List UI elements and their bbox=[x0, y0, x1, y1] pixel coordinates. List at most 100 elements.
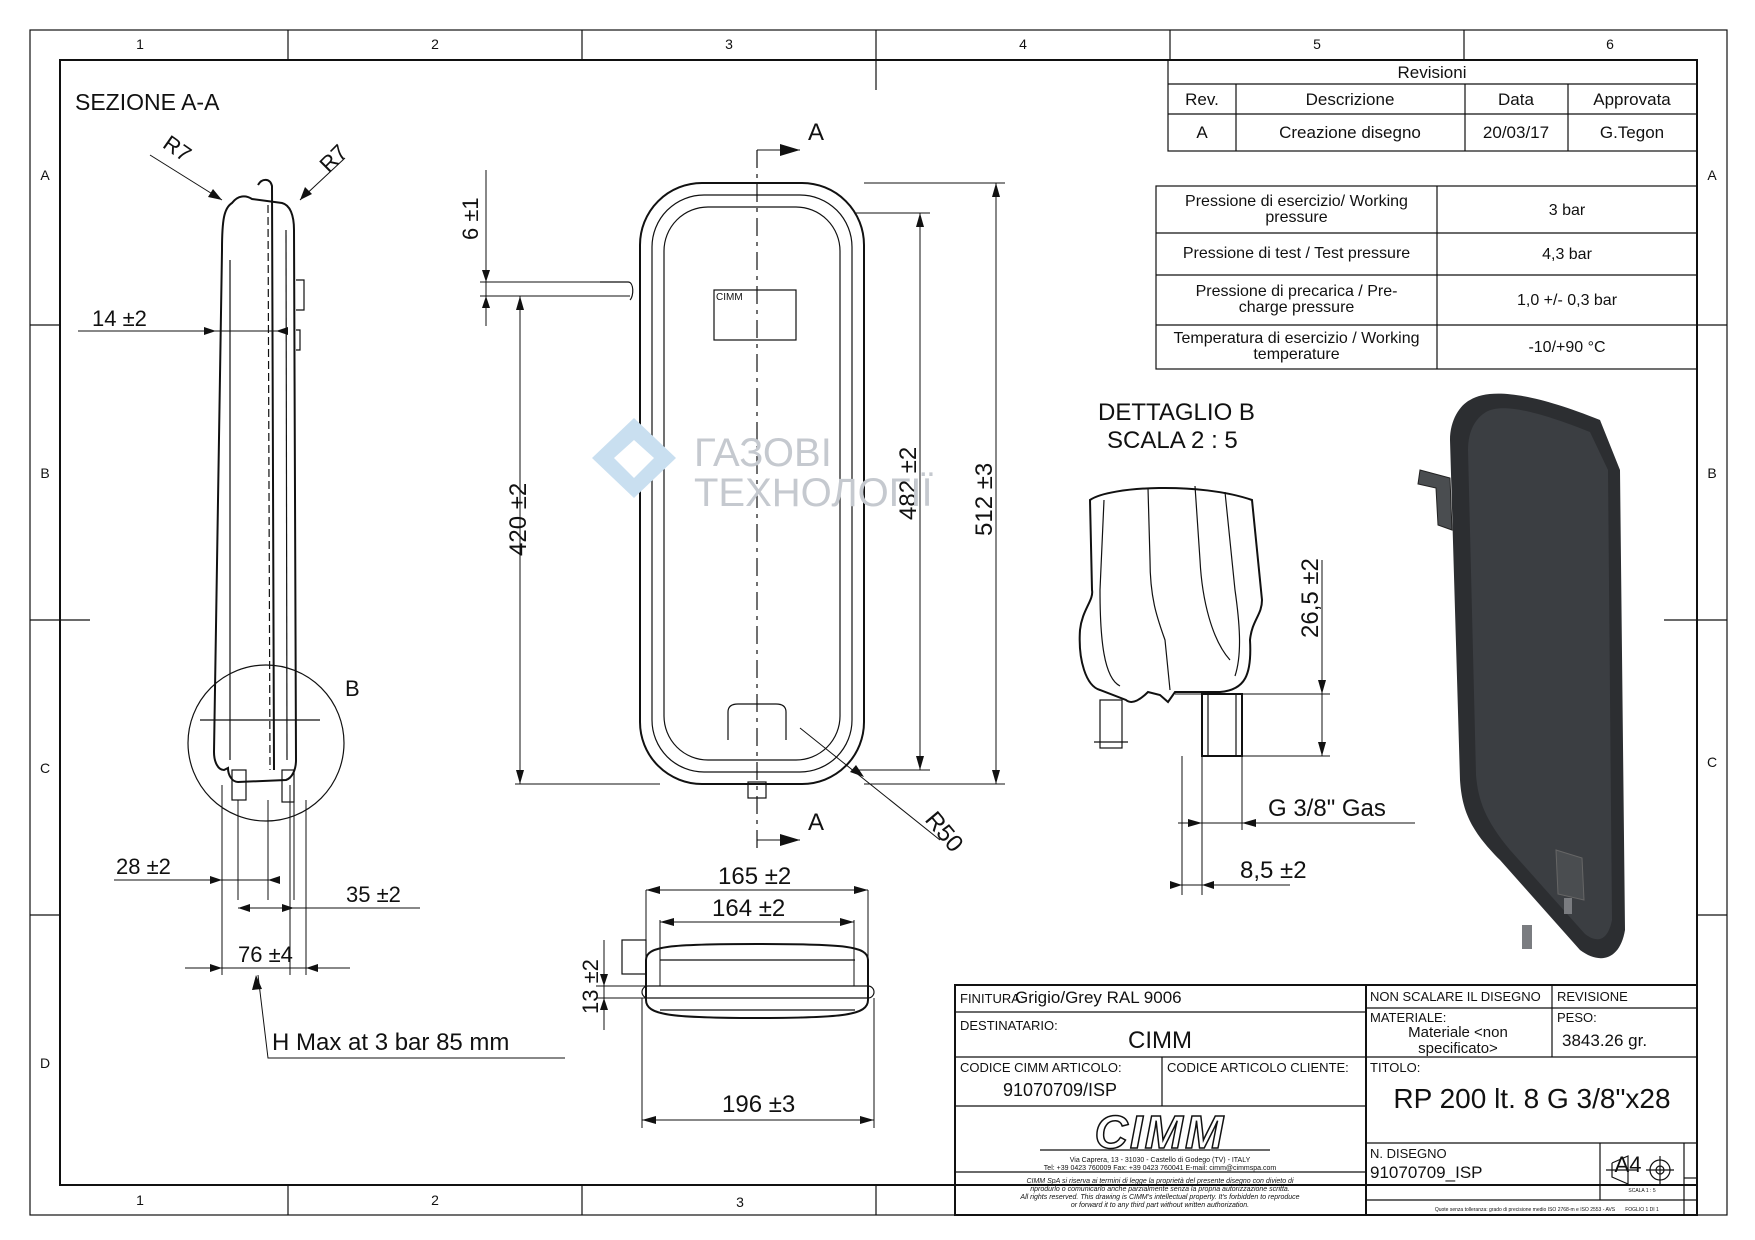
title-block: FINITURA: DESTINATARIO: CODICE CIMM ARTI… bbox=[954, 984, 1698, 1216]
zone-bottom-1: 1 bbox=[136, 1192, 144, 1208]
revisions-cell-rev: A bbox=[1196, 123, 1208, 142]
sheet-border bbox=[29, 29, 1728, 1216]
top-view: 165 ±2 164 ±2 13 ±2 196 ±3 bbox=[578, 863, 875, 1128]
revisions-cell-desc: Creazione disegno bbox=[1279, 123, 1421, 142]
destinatario-label: DESTINATARIO: bbox=[960, 1018, 1058, 1033]
spec-value-working-temperature: -10/+90 °C bbox=[1528, 339, 1605, 356]
cliente-label: CODICE ARTICOLO CLIENTE: bbox=[1167, 1060, 1349, 1075]
destinatario-value: CIMM bbox=[1128, 1027, 1192, 1054]
section-view: SEZIONE A-A B R7 R7 14 ±2 28 ±2 bbox=[75, 89, 565, 1059]
label-plate bbox=[713, 289, 797, 341]
tolerance-note: Quote senza tolleranza: grado di precisi… bbox=[1435, 1207, 1616, 1213]
revisions-title: Revisioni bbox=[1398, 63, 1467, 82]
peso-label: PESO: bbox=[1557, 1010, 1597, 1025]
titolo-label: TITOLO: bbox=[1370, 1060, 1420, 1075]
thread-label: G 3/8" Gas bbox=[1268, 795, 1386, 822]
legal-line-3: All rights reserved. This drawing is CIM… bbox=[1019, 1194, 1299, 1201]
ndisegno-value: 91070709_ISP bbox=[1370, 1163, 1483, 1182]
revisions-cell-date: 20/03/17 bbox=[1483, 123, 1549, 142]
titolo-value: RP 200 lt. 8 G 3/8"x28 bbox=[1393, 1083, 1670, 1114]
finitura-value: Grigio/Grey RAL 9006 bbox=[1015, 988, 1182, 1007]
dim-164-label: 164 ±2 bbox=[712, 895, 785, 922]
cut-label-top: A bbox=[808, 119, 824, 146]
dim-14-label: 14 ±2 bbox=[92, 306, 147, 331]
detail-b-outline bbox=[1078, 487, 1264, 704]
spec-label-test-pressure: Pressione di test / Test pressure bbox=[1182, 245, 1411, 262]
radius-left-label: R7 bbox=[159, 130, 196, 167]
dim-6-label: 6 ±1 bbox=[458, 197, 483, 240]
vessel-hanger-profile bbox=[257, 178, 275, 771]
detail-b-circle bbox=[187, 664, 345, 822]
dim-165-label: 165 ±2 bbox=[718, 863, 791, 890]
cut-label-bottom: A bbox=[808, 809, 824, 836]
peso-value: 3843.26 gr. bbox=[1562, 1031, 1647, 1050]
zone-row-d-left: D bbox=[40, 1055, 50, 1071]
dim-512-label: 512 ±3 bbox=[971, 463, 998, 536]
codice-label: CODICE CIMM ARTICOLO: bbox=[960, 1060, 1122, 1075]
dim-28-label: 28 ±2 bbox=[116, 854, 171, 879]
watermark-line-2: ТЕХНОЛОГІЇ bbox=[694, 471, 933, 515]
company-address: Via Caprera, 13 - 31030 - Castello di Go… bbox=[1070, 1157, 1251, 1164]
revisione-label: REVISIONE bbox=[1557, 989, 1628, 1004]
zone-bottom-3: 3 bbox=[736, 1194, 744, 1210]
dim-420-label: 420 ±2 bbox=[505, 483, 532, 556]
spec-label-working-temperature: Temperatura di esercizio / Working tempe… bbox=[1173, 330, 1420, 363]
dim-196-label: 196 ±3 bbox=[722, 1091, 795, 1118]
detail-b-title: DETTAGLIO B bbox=[1098, 399, 1255, 426]
zone-row-c-right: C bbox=[1707, 754, 1717, 770]
revisions-table: Revisioni Rev. Descrizione Data Approvat… bbox=[1167, 59, 1698, 152]
detail-b-ref: B bbox=[345, 676, 360, 701]
radius-r50-label: R50 bbox=[919, 807, 968, 858]
ndisegno-label: N. DISEGNO bbox=[1370, 1146, 1447, 1161]
revisions-header-approved: Approvata bbox=[1593, 90, 1671, 109]
section-title: SEZIONE A-A bbox=[75, 89, 220, 115]
detail-b-scale: SCALA 2 : 5 bbox=[1107, 427, 1238, 454]
spec-label-working-pressure: Pressione di esercizio/ Working pressure bbox=[1185, 193, 1408, 226]
finitura-label: FINITURA: bbox=[960, 991, 1024, 1006]
zone-bottom-2: 2 bbox=[431, 1192, 439, 1208]
codice-value: 91070709/ISP bbox=[1003, 1080, 1117, 1100]
vessel-top-outline bbox=[645, 942, 869, 1020]
spec-value-test-pressure: 4,3 bar bbox=[1542, 246, 1592, 263]
dim-35-label: 35 ±2 bbox=[346, 882, 401, 907]
sheet-small: FOGLIO 1 DI 1 bbox=[1625, 1207, 1659, 1213]
materiale-label: MATERIALE: bbox=[1370, 1010, 1446, 1025]
legal-line-1: CIMM SpA si riserva ai termini di legge … bbox=[1026, 1178, 1293, 1185]
vessel-profile-outer bbox=[212, 195, 298, 784]
zone-row-a-right: A bbox=[1707, 167, 1717, 183]
vessel-3d-render bbox=[1417, 393, 1625, 959]
non-scalare-label: NON SCALARE IL DISEGNO bbox=[1370, 989, 1541, 1004]
projection-symbol-icon bbox=[1606, 1155, 1674, 1185]
dim-13-label: 13 ±2 bbox=[578, 959, 603, 1014]
spec-value-working-pressure: 3 bar bbox=[1549, 202, 1586, 219]
zone-col-4: 4 bbox=[1019, 36, 1027, 52]
legal-line-4: or forward it to any third part without … bbox=[1071, 1202, 1249, 1209]
label-plate-text: CIMM bbox=[716, 292, 743, 303]
zone-row-b-left: B bbox=[40, 465, 49, 481]
zone-col-5: 5 bbox=[1313, 36, 1321, 52]
watermark-line-1: ГАЗОВІ bbox=[694, 431, 832, 475]
zone-row-b-right: B bbox=[1707, 465, 1716, 481]
spec-value-precharge-pressure: 1,0 +/- 0,3 bar bbox=[1517, 292, 1618, 309]
dim-26-label: 26,5 ±2 bbox=[1297, 558, 1324, 638]
zone-col-2: 2 bbox=[431, 36, 439, 52]
specs-table: Pressione di esercizio/ Working pressure… bbox=[1155, 185, 1698, 370]
zone-labels: 1 2 3 4 5 6 1 2 3 A B C D A B C bbox=[40, 36, 1717, 1210]
detail-b-view: DETTAGLIO B SCALA 2 : 5 26,5 ±2 G 3/8" G… bbox=[1078, 399, 1415, 895]
materiale-value-line-1: Materiale <non bbox=[1408, 1024, 1508, 1041]
zone-row-c-left: C bbox=[40, 760, 50, 776]
revisions-header-rev: Rev. bbox=[1185, 90, 1219, 109]
zone-row-a-left: A bbox=[40, 167, 50, 183]
dim-76-label: 76 ±4 bbox=[238, 942, 293, 967]
watermark: ГАЗОВІ ТЕХНОЛОГІЇ bbox=[592, 418, 933, 515]
materiale-value-line-2: specificato> bbox=[1418, 1040, 1498, 1057]
revisions-header-date: Data bbox=[1498, 90, 1534, 109]
radius-right-label: R7 bbox=[314, 140, 352, 178]
pressure-note: H Max at 3 bar 85 mm bbox=[272, 1029, 509, 1056]
dim-8-label: 8,5 ±2 bbox=[1240, 857, 1307, 884]
scale-small: SCALA 1 : 5 bbox=[1628, 1188, 1655, 1194]
legal-line-2: riprodurlo o comunicarlo anche parzialme… bbox=[1030, 1186, 1290, 1193]
revisions-header-desc: Descrizione bbox=[1306, 90, 1395, 109]
zone-col-3: 3 bbox=[725, 36, 733, 52]
